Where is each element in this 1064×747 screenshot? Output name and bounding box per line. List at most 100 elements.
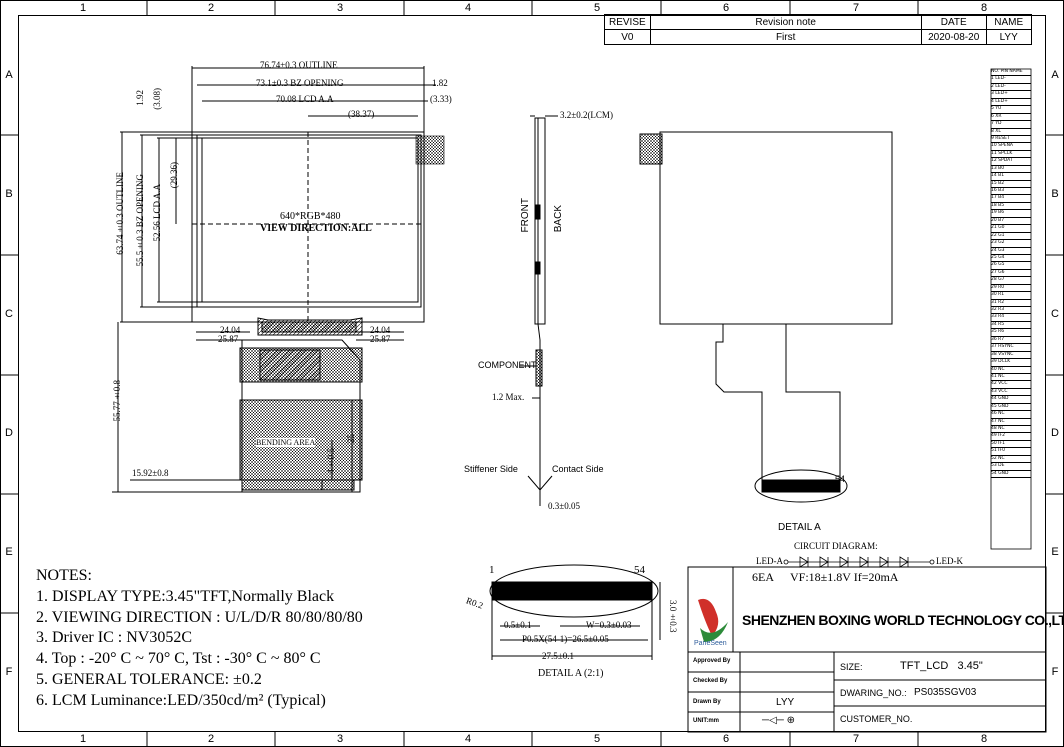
col-label-5: 5 [593,2,601,14]
pin-row: 10 SPENA [991,143,1031,151]
dim-fpc-25: 25 [346,434,356,443]
rev-header-note: Revision note [649,14,922,30]
dim-aa-width: 70.08 LCD A.A [276,94,334,104]
pin-row: 36 R7 [991,337,1031,345]
pin-row: 21 G0 [991,225,1031,233]
dim-fpc-right-1: 24.04 [370,325,391,335]
note-item-1: 1. DISPLAY TYPE:3.45"TFT,Normally Black [36,587,335,605]
pin-row: 23 G2 [991,240,1031,248]
pin-row: 19 B6 [991,210,1031,218]
dim-fpc-length: 55.77±0.8 [112,380,122,422]
label-stiffener-side: Stiffener Side [464,464,518,474]
pin-row: 41 NC [991,374,1031,382]
row-label-e: E [5,546,13,558]
col-label-8-bottom: 8 [980,733,988,745]
lcd-view-direction: VIEW DIRECTION:ALL [260,223,372,234]
pin-row: 14 B1 [991,173,1031,181]
pin-row: 3 LED+ [991,91,1031,99]
row-label-a-right: A [1051,69,1059,81]
logo-text: PaneSeen [694,640,727,647]
rev-value-note: First [649,29,922,45]
pin-row: 51 IF0 [991,448,1031,456]
circuit-title: CIRCUIT DIAGRAM: [794,541,878,551]
detail-total: 27.5±0.1 [542,651,574,661]
pin-row: 40 NC [991,367,1031,374]
detail-pin-end: 54 [634,564,645,576]
dim-bz-height: 55.5±0.3 BZ OPENING [135,174,145,267]
dim-center-y: (29.36) [169,162,179,189]
pin-row: 2 LED- [991,84,1031,92]
revision-table: REVISE Revision note DATE NAME V0 First … [604,14,1032,45]
dim-bz-right: 1.82 [432,78,448,88]
detail-height: 3.0±0.3 [668,600,678,633]
circuit-led-count: 6EA [752,570,774,584]
checked-by-label: Checked By [693,678,728,684]
pin-row: 17 B4 [991,195,1031,203]
row-label-f-right: F [1051,666,1059,678]
col-label-8: 8 [980,2,988,14]
pin-row: 6 XR [991,114,1031,122]
row-label-e-right: E [1051,546,1059,558]
pin-row: 4 LED+ [991,99,1031,107]
circuit-led-a: LED-A [756,556,783,566]
bending-area-label: BENDING AREA [256,438,316,447]
dim-fpc-thickness: 0.3±0.05 [548,501,580,511]
pin-row: 50 IF1 [991,441,1031,449]
detail-title: DETAIL A (2:1) [538,668,604,679]
dim-center-x: (38.37) [348,109,375,119]
pin-row: 18 B5 [991,203,1031,211]
notes-block: NOTES: 1. DISPLAY TYPE:3.45"TFT,Normally… [36,566,363,712]
pin-row: 22 G1 [991,233,1031,241]
row-label-f: F [5,666,13,678]
pin-row: 7 YD [991,121,1031,129]
row-label-b: B [5,188,13,200]
col-label-4-bottom: 4 [464,733,472,745]
dim-max-height: 1.2 Max. [492,392,525,402]
size-label: SIZE: [840,662,863,672]
drawing-number-label: DWARING_NO.: [840,688,907,698]
pin-row: 29 R0 [991,285,1031,293]
col-label-1: 1 [79,2,87,14]
label-detail-a: DETAIL A [778,522,821,533]
pin-row: 24 G3 [991,248,1031,255]
note-item-5: 5. GENERAL TOLERANCE: ±0.2 [36,670,262,688]
pin-row: 28 G7 [991,277,1031,285]
col-label-7: 7 [852,2,860,14]
pin-row: 32 R3 [991,307,1031,315]
dim-fpc-4: 4±0.5 [326,448,336,474]
row-label-b-right: B [1051,188,1059,200]
dim-aa-right: (3.33) [430,94,452,104]
rev-value-name: LYY [985,29,1032,45]
approved-by-label: Approved By [693,658,731,664]
col-label-3: 3 [336,2,344,14]
dim-fpc-width: 15.92±0.8 [132,468,169,478]
dim-lcm-thickness: 3.2±0.2(LCM) [560,110,613,120]
drawing-number-value: PS035SGV03 [914,687,977,698]
note-item-4: 4. Top : -20° C ~ 70° C, Tst : -30° C ~ … [36,650,321,668]
pin-row: 38 VSYNC [991,352,1031,360]
customer-number-label: CUSTOMER_NO. [840,714,913,724]
pin-row: 13 B0 [991,166,1031,174]
label-component: COMPONENT [478,360,537,370]
pin-row: 49 IF2 [991,433,1031,441]
circuit-led-k: LED-K [936,556,963,566]
pin-row: 9 RESET [991,136,1031,144]
col-label-2: 2 [207,2,215,14]
col-label-6: 6 [722,2,730,14]
pin-row: 12 SPDAT [991,158,1031,166]
pin-row: 16 B3 [991,188,1031,196]
row-label-c: C [5,308,13,320]
col-label-4: 4 [464,2,472,14]
row-label-a: A [5,69,13,81]
detail-pin-start: 1 [489,564,495,576]
pin-row: 44 GND [991,396,1031,404]
pin-row: 1 LED- [991,76,1031,84]
size-value: TFT_LCD 3.45" [900,660,983,672]
label-contact-side: Contact Side [552,464,604,474]
pin-row: 27 G6 [991,270,1031,278]
col-label-2-bottom: 2 [207,733,215,745]
pin-row: 37 HSYNC [991,344,1031,352]
pin-row: 46 NC [991,411,1031,419]
pin-row: 54 GND [991,471,1031,479]
